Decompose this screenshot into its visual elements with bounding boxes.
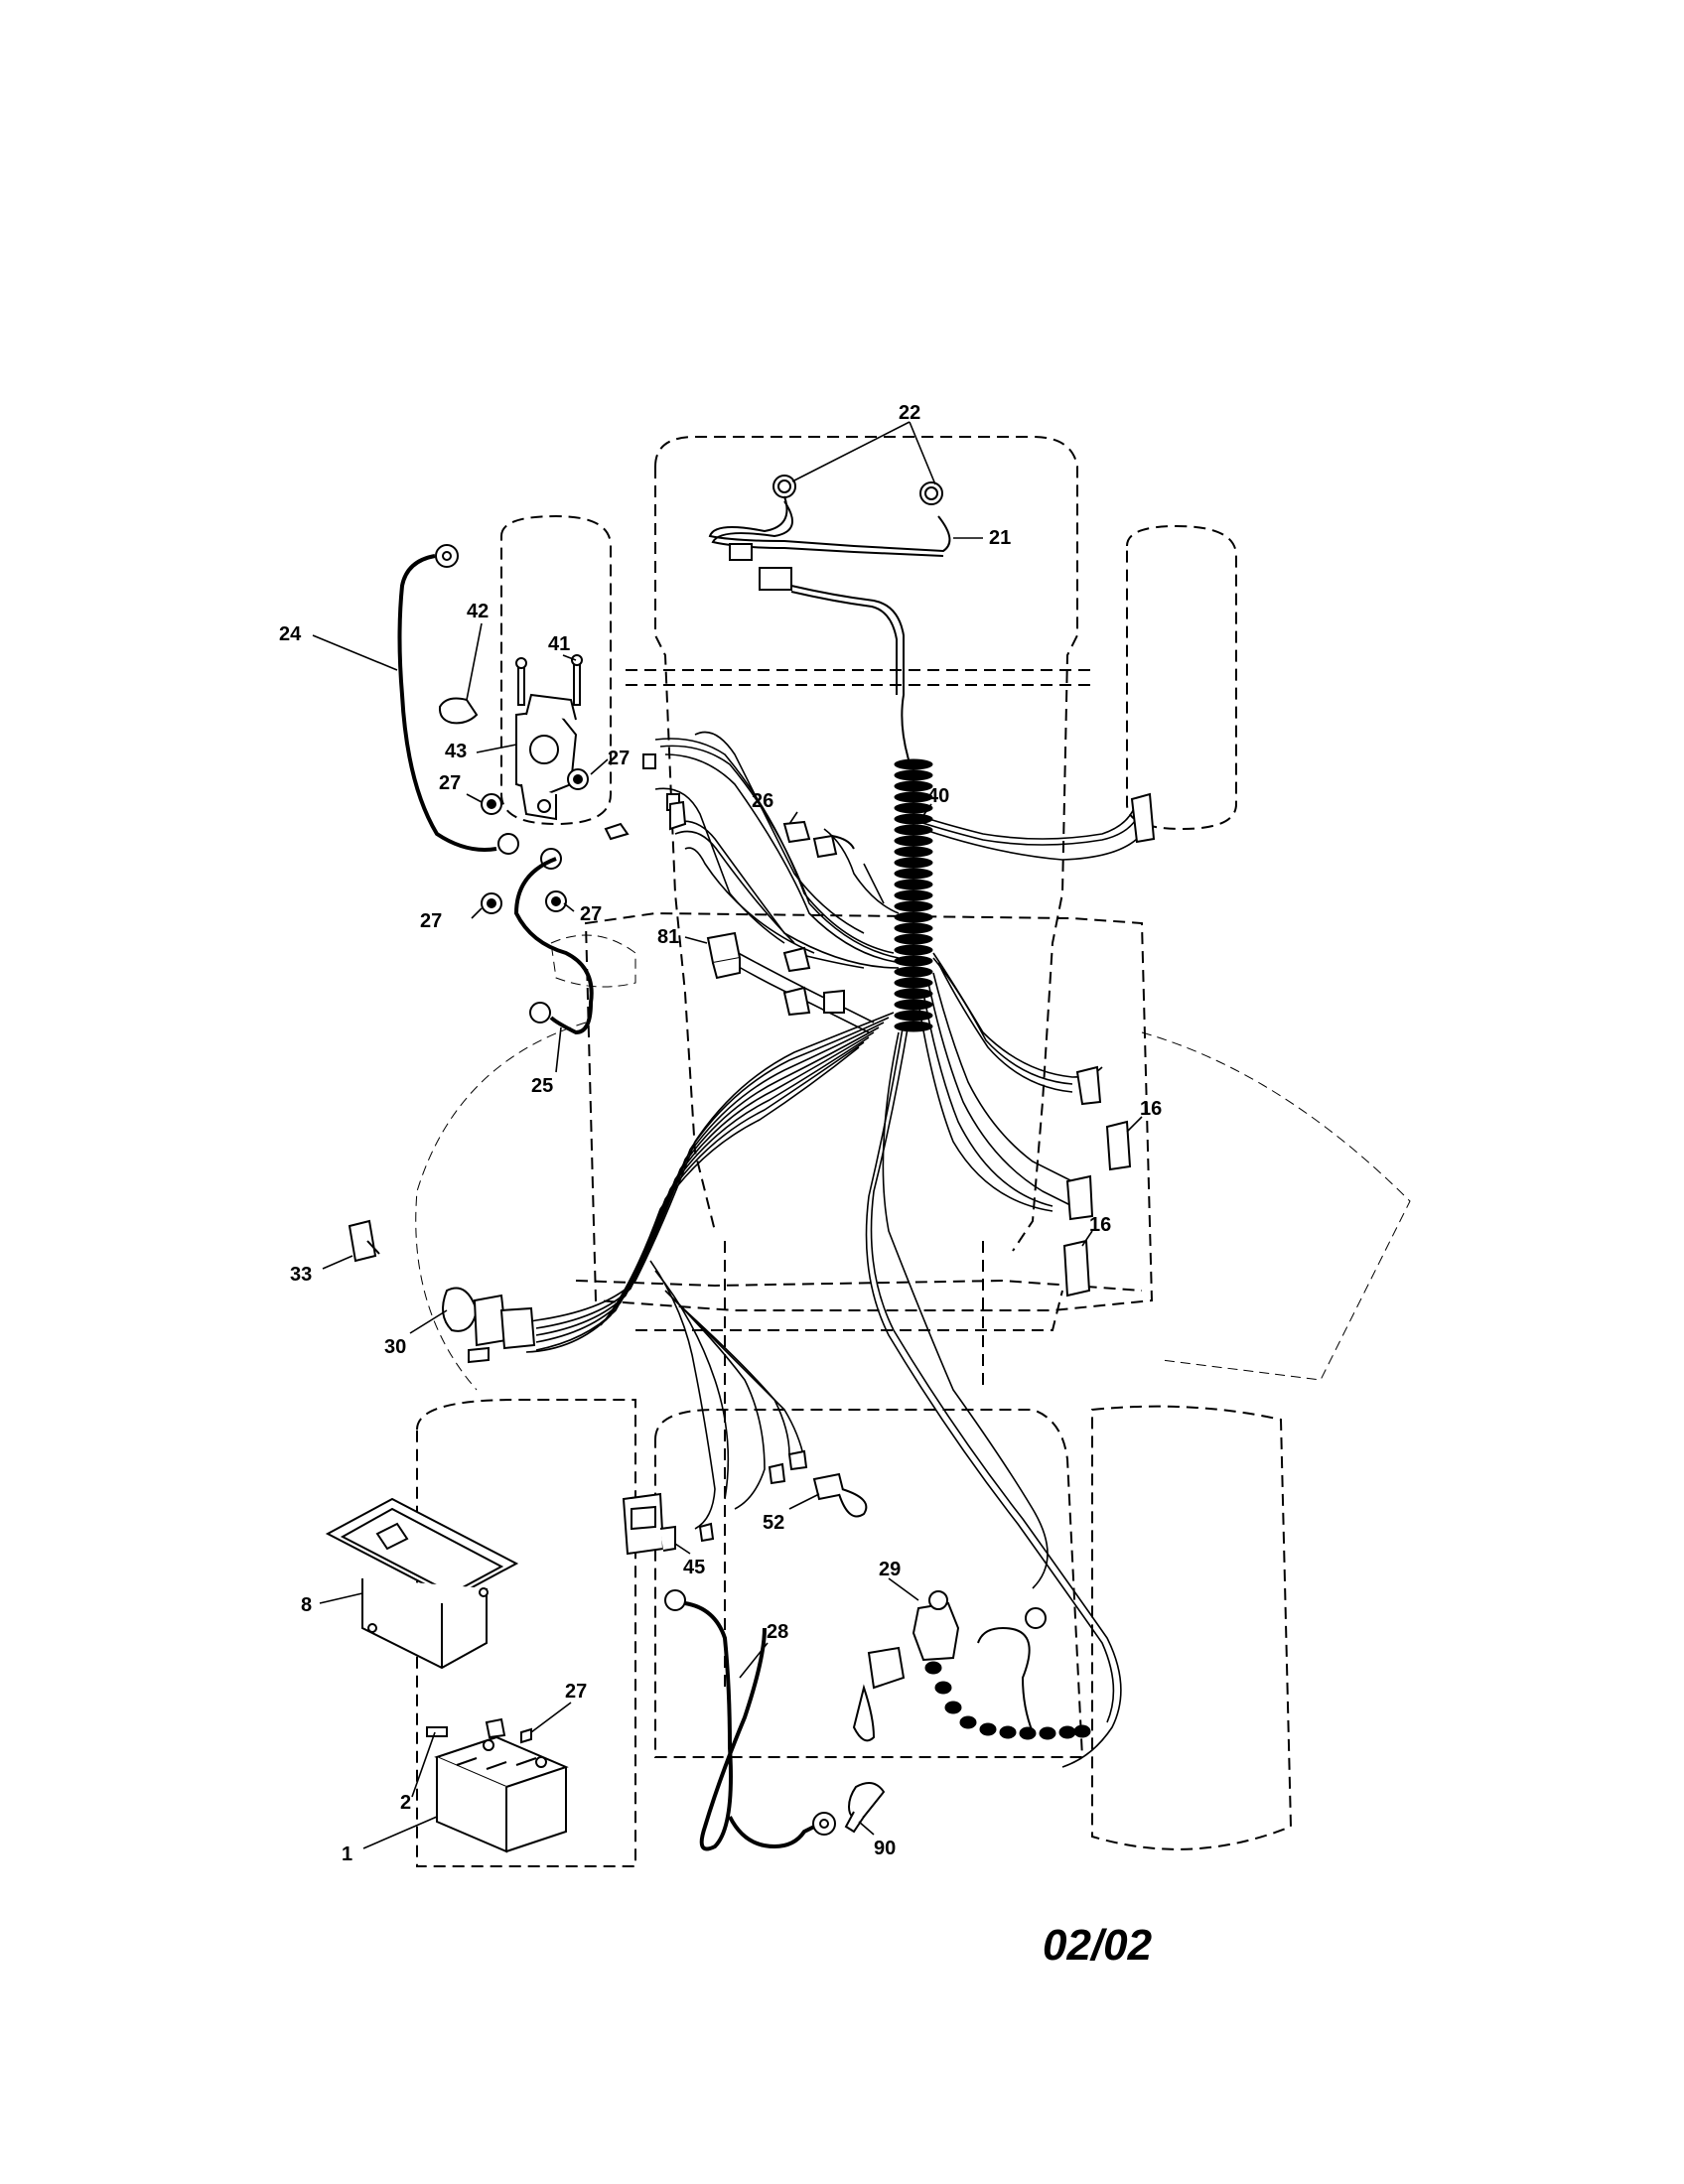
callout-16-upper: 16 [1140, 1098, 1162, 1120]
callout-22: 22 [899, 402, 920, 424]
seat-switch-29 [852, 1590, 1034, 1742]
callout-27-lower-left: 27 [420, 910, 442, 932]
cord-coil-segment [1073, 1724, 1091, 1738]
loom-coil-segment [894, 780, 933, 792]
loom-coil-segment [894, 835, 933, 847]
callout-27-battery: 27 [565, 1681, 587, 1703]
callout-41: 41 [548, 633, 570, 655]
cable-25 [513, 857, 594, 1035]
loom-coil-segment [894, 802, 933, 814]
callout-45: 45 [683, 1557, 705, 1578]
loom-coil-segment [894, 999, 933, 1011]
harness-branches [505, 731, 1143, 1768]
callout-29: 29 [879, 1559, 901, 1580]
date-code: 02/02 [1043, 1921, 1153, 1970]
loom-coil-segment [894, 966, 933, 978]
coiled-cord [924, 1661, 1091, 1740]
callout-8: 8 [301, 1594, 312, 1616]
loom-coil-segment [894, 988, 933, 1000]
loom-coil-segment [894, 758, 933, 770]
loom-coil-segment [894, 846, 933, 858]
loom-coil-segment [894, 824, 933, 836]
connectors [348, 753, 1156, 1556]
loom-coil-segment [894, 977, 933, 989]
loom-coil-segment [894, 900, 933, 912]
loom-coil-segment [894, 911, 933, 923]
callout-52: 52 [763, 1512, 784, 1534]
callout-81: 81 [657, 926, 679, 948]
callout-27-upper-left: 27 [439, 772, 461, 794]
callout-25: 25 [531, 1075, 553, 1097]
callout-40: 40 [927, 785, 949, 807]
cord-coil-segment [934, 1681, 952, 1695]
callout-21: 21 [989, 527, 1011, 549]
callout-28: 28 [767, 1621, 788, 1643]
cord-coil-segment [924, 1661, 942, 1675]
headlight-assembly [708, 475, 951, 760]
cord-coil-segment [1039, 1726, 1056, 1740]
loom-coil-segment [894, 857, 933, 869]
callout-33: 33 [290, 1264, 312, 1286]
loom-coil-segment [894, 879, 933, 890]
loom-coil-segment [894, 955, 933, 967]
loom-coil-segment [894, 889, 933, 901]
loom-coil-segment [894, 791, 933, 803]
callout-43: 43 [445, 741, 467, 762]
cord-coil-segment [979, 1722, 997, 1736]
callout-30: 30 [384, 1336, 406, 1358]
loom-coil-segment [894, 1021, 933, 1032]
cord-coil-segment [959, 1715, 977, 1729]
battery-box-8 [325, 1497, 519, 1670]
ground-cable-28 [684, 1601, 815, 1851]
cord-coil-segment [1019, 1726, 1037, 1740]
solenoid-assembly [438, 654, 630, 914]
callout-24: 24 [279, 623, 302, 645]
callout-16-lower: 16 [1089, 1214, 1111, 1236]
loom-coil-segment [894, 769, 933, 781]
battery-1 [426, 1717, 569, 1853]
terminal-boot-90 [844, 1782, 886, 1834]
leader-lines [312, 421, 1143, 1849]
loom-coil-segment [894, 868, 933, 880]
callout-26: 26 [752, 790, 773, 812]
wire-harness-40 [894, 758, 933, 1032]
battery-cable-24 [397, 554, 497, 852]
callout-labels: 22 21 24 42 41 43 27 27 27 27 27 26 40 8… [279, 402, 1162, 1865]
callout-42: 42 [467, 601, 489, 622]
cord-coil-segment [999, 1725, 1017, 1739]
cord-coil-segment [1058, 1725, 1076, 1739]
callout-27-lower-right: 27 [580, 903, 602, 925]
loom-coil-segment [894, 922, 933, 934]
callout-1: 1 [342, 1843, 352, 1865]
loom-coil-segment [894, 933, 933, 945]
callout-90: 90 [874, 1838, 896, 1859]
callout-27-upper-right: 27 [608, 748, 630, 769]
callout-2: 2 [400, 1792, 411, 1814]
fender-outline [415, 934, 1411, 1391]
loom-coil-segment [894, 944, 933, 956]
cord-coil-segment [944, 1701, 962, 1714]
loom-coil-segment [894, 1010, 933, 1022]
